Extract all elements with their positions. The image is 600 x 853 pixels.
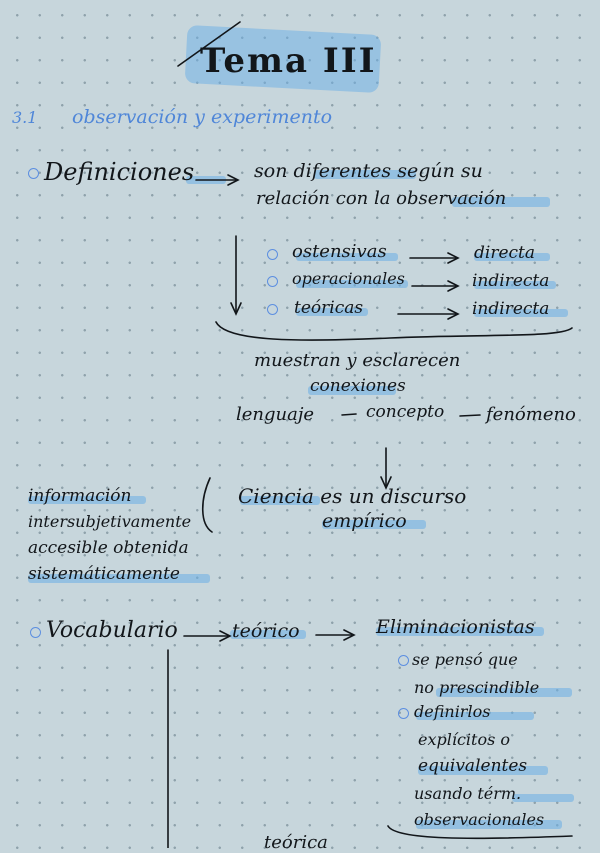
teorico-term: teórico xyxy=(232,622,300,641)
definiciones-description-line1: son diferentes según su xyxy=(254,162,483,181)
type-name-1: ostensivas xyxy=(292,243,387,261)
paren-informacion xyxy=(203,478,212,532)
ciencia-line2: empírico xyxy=(322,512,407,531)
type-result-2: indirecta xyxy=(472,273,549,290)
bullet-circle-icon xyxy=(267,276,278,287)
muestran-text: muestran y esclarecen xyxy=(254,352,460,370)
bullet-circle-icon xyxy=(398,655,409,666)
note-line-6: usando térm. xyxy=(414,786,521,802)
eliminacionistas-label: Eliminacionistas xyxy=(376,618,535,637)
type-name-3: teóricas xyxy=(294,300,363,317)
bullet-circle-icon xyxy=(30,627,41,638)
bullet-circle-icon xyxy=(267,304,278,315)
lenguaje-text: lenguaje xyxy=(236,406,314,424)
brace-under-types xyxy=(216,322,572,340)
fenomeno-text: fenómeno xyxy=(486,406,576,424)
bullet-circle-icon xyxy=(28,168,39,179)
note-line-2: no prescindible xyxy=(414,680,539,696)
type-result-3: indirecta xyxy=(472,301,549,318)
informacion-line1: información xyxy=(28,488,131,505)
informacion-line2: intersubjetivamente xyxy=(28,514,191,530)
definiciones-label: Definiciones xyxy=(44,160,194,184)
bullet-circle-icon xyxy=(398,708,409,719)
informacion-line3: accesible obtenida xyxy=(28,540,189,557)
note-line-5: equivalentes xyxy=(418,758,527,775)
type-name-2: operacionales xyxy=(292,271,405,287)
section-number: 3.1 xyxy=(12,110,37,126)
ciencia-line1: Ciencia es un discurso xyxy=(238,486,466,506)
bullet-circle-icon xyxy=(267,249,278,260)
concepto-text: concepto xyxy=(366,404,444,421)
definiciones-description-line2: relación con la observación xyxy=(256,190,506,208)
conexiones-text: conexiones xyxy=(310,378,406,395)
note-line-1: se pensó que xyxy=(412,652,518,668)
section-title: observación y experimento xyxy=(72,108,332,127)
note-line-7: observacionales xyxy=(414,812,544,828)
informacion-line4: sistemáticamente xyxy=(28,566,180,583)
type-result-1: directa xyxy=(474,245,535,262)
vocabulario-label: Vocabulario xyxy=(46,620,178,642)
note-line-3: definirlos xyxy=(414,704,490,720)
page-title: Tema III xyxy=(200,44,377,78)
note-line-4: explícitos o xyxy=(418,732,510,748)
bottom-partial-text: teórica xyxy=(264,834,328,852)
